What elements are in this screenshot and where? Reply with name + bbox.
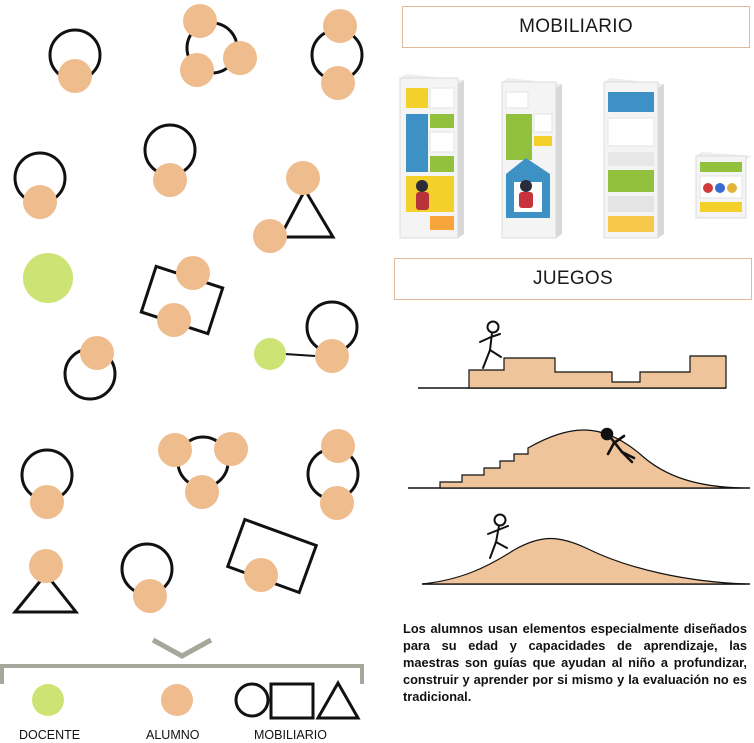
group-triangle-one-student (11, 549, 80, 614)
legend-student-label: ALUMNO (146, 728, 200, 742)
furniture-section-title: MOBILIARIO (402, 6, 750, 48)
student-dot (286, 161, 320, 195)
furniture-illustration (399, 74, 752, 239)
student-dot (321, 66, 355, 100)
group-circle-one-student (120, 542, 174, 613)
games-illustration (408, 320, 750, 585)
group-circle-one-student (20, 448, 74, 519)
student-dot (180, 53, 214, 87)
student-legend-dot (161, 684, 193, 716)
group-rectangle-one-student (225, 517, 319, 595)
student-dot (29, 549, 63, 583)
student-dot (30, 485, 64, 519)
student-dot (80, 336, 114, 370)
student-dot (58, 59, 92, 93)
student-dot (315, 339, 349, 373)
triangle-furniture-icon (277, 186, 336, 239)
group-circle-one-student (13, 151, 67, 219)
student-dot (223, 41, 257, 75)
group-teacher-circle-student (254, 300, 359, 373)
student-dot (157, 303, 191, 337)
group-circle-two-students (310, 9, 364, 100)
student-dot (244, 558, 278, 592)
group-triangle-two-students (253, 161, 336, 253)
group-circle-one-student (143, 123, 197, 197)
student-dot (158, 433, 192, 467)
stepped-hill-scene (408, 427, 750, 489)
distribution-diagram (0, 4, 364, 720)
steps-play-scene (418, 320, 727, 389)
triangle-furniture-icon (11, 571, 80, 614)
connector-line (284, 353, 316, 357)
climbing-child-icon (487, 513, 509, 559)
student-dot (253, 219, 287, 253)
group-circle-three-students (158, 432, 248, 509)
legend-teacher-label: DOCENTE (19, 728, 81, 742)
tumbling-child-icon (600, 427, 636, 464)
group-circle-two-students (306, 429, 360, 520)
group-rectangle-two-students (139, 256, 225, 337)
square-furniture-icon (269, 682, 315, 720)
bookshelf-3 (603, 78, 664, 239)
student-dot (23, 185, 57, 219)
group-circle-one-student (48, 28, 102, 93)
student-dot (323, 9, 357, 43)
teacher-dot (23, 253, 73, 303)
student-dot (153, 163, 187, 197)
student-dot (176, 256, 210, 290)
student-dot (133, 579, 167, 613)
teacher-dot (254, 338, 286, 370)
climbing-child-icon (479, 320, 502, 369)
bookshelf-2 (501, 78, 562, 239)
chevron-down-icon (151, 637, 213, 659)
legend-bracket (0, 664, 364, 684)
triangle-furniture-icon (315, 679, 361, 720)
smooth-hill-scene (421, 513, 750, 585)
group-circle-three-students (180, 4, 257, 87)
low-bookshelf (695, 152, 752, 219)
student-dot (185, 475, 219, 509)
student-dot (183, 4, 217, 38)
student-dot (214, 432, 248, 466)
legend-furniture-label: MOBILIARIO (254, 728, 327, 742)
teacher-legend-dot (32, 684, 64, 716)
student-dot (321, 429, 355, 463)
description-text: Los alumnos usan elementos especialmente… (403, 621, 747, 704)
games-section-title: JUEGOS (394, 258, 752, 300)
student-dot (320, 486, 354, 520)
group-circle-one-student (63, 336, 117, 401)
bookshelf-1 (399, 74, 464, 239)
circle-furniture-icon (234, 682, 270, 718)
